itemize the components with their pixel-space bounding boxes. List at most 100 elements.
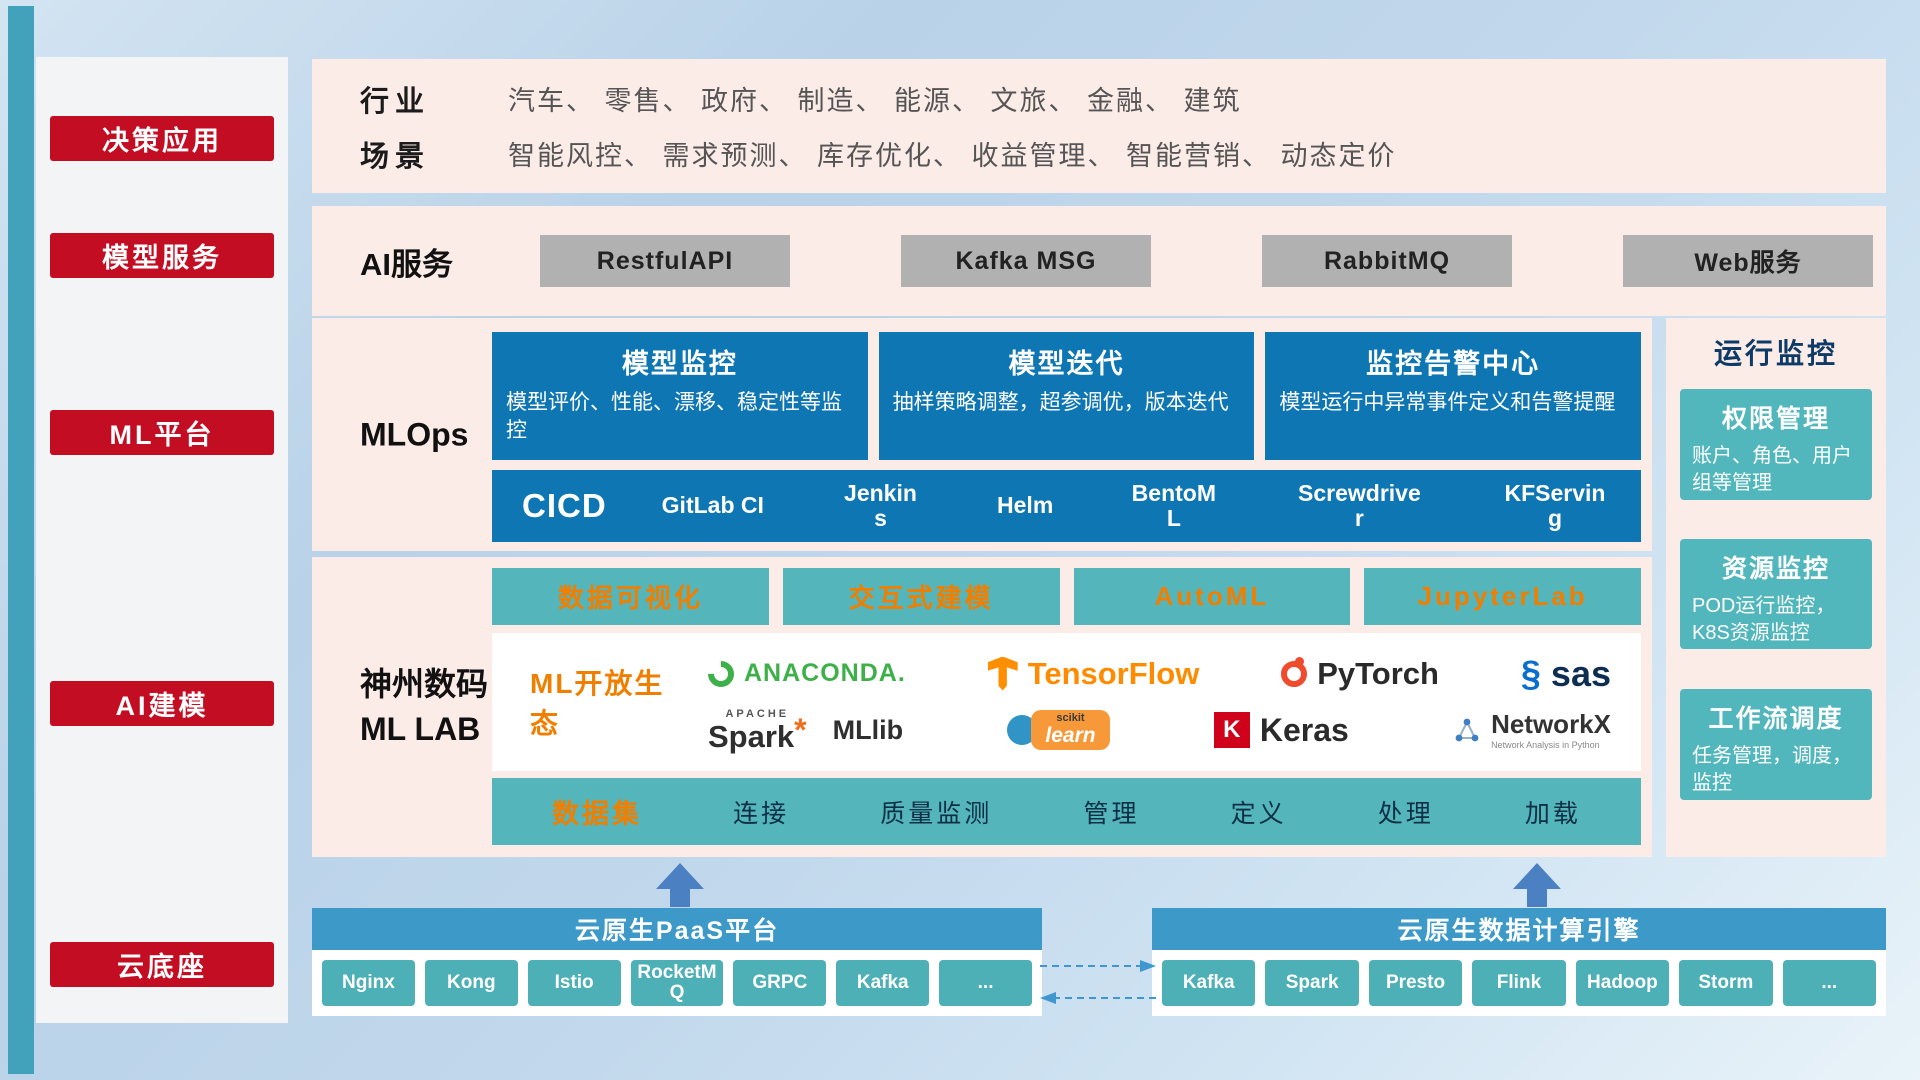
chip-rocketmq: RocketMQ	[630, 960, 724, 1006]
card-desc: 任务管理，调度，监控	[1692, 745, 1852, 794]
chip-kafka2: Kafka	[1162, 960, 1256, 1006]
spark-mllib-logo: APACHE Spark* MLlib	[708, 707, 904, 754]
ml-lab-tools: 数据可视化 交互式建模 AutoML JupyterLab	[492, 568, 1641, 625]
cicd-label: CICD	[522, 487, 607, 524]
networkx-name: NetworkX	[1491, 708, 1611, 739]
logo-row-1: ANACONDA. TensorFlow PyTorch § sas	[702, 653, 1611, 695]
service-rabbitmq: RabbitMQ	[1262, 235, 1512, 287]
pytorch-logo: PyTorch	[1281, 656, 1439, 692]
chip-more: ...	[939, 960, 1033, 1006]
chip-kong: Kong	[424, 960, 518, 1006]
model-monitoring-card: 模型监控 模型评价、性能、漂移、稳定性等监控	[492, 332, 868, 460]
scikit-learn-logo: scikit learn	[1007, 710, 1110, 750]
permission-mgmt-card: 权限管理 账户、角色、用户组等管理	[1680, 389, 1872, 500]
sidebar-item-cloud-base: 云底座	[50, 942, 274, 987]
service-restfulapi: RestfulAPI	[540, 235, 790, 287]
mlops-cards: 模型监控 模型评价、性能、漂移、稳定性等监控 模型迭代 抽样策略调整，超参调优，…	[492, 332, 1642, 460]
dataset-quality: 质量监测	[880, 799, 993, 828]
chip-presto: Presto	[1368, 960, 1463, 1006]
keras-logo: K Keras	[1213, 712, 1349, 749]
tensorflow-logo: TensorFlow	[987, 656, 1199, 692]
service-web: Web服务	[1623, 235, 1873, 287]
ml-ecosystem-label: ML开放生态	[530, 668, 665, 739]
sidebar-item-model-service: 模型服务	[50, 233, 274, 278]
apache-brand: APACHE	[725, 707, 790, 720]
ml-ecosystem-logos: ANACONDA. TensorFlow PyTorch § sas	[688, 653, 1641, 752]
ml-lab-label: 神州数码 ML LAB	[360, 662, 488, 752]
card-desc: 抽样策略调整，超参调优，版本迭代	[892, 391, 1229, 414]
data-engine-chips: Kafka Spark Presto Flink Hadoop Storm ..…	[1152, 950, 1886, 1016]
scenario-label: 场景	[360, 140, 431, 173]
paas-platform-title: 云原生PaaS平台	[312, 908, 1042, 950]
card-title: 工作流调度	[1708, 705, 1844, 733]
tool-gitlab-ci: GitLab CI	[661, 492, 764, 519]
tool-jenkins: Jenkins	[844, 479, 917, 531]
ml-lab-section: 神州数码 ML LAB 数据可视化 交互式建模 AutoML JupyterLa…	[312, 557, 1652, 857]
tool-screwdriver: Screwdriver	[1298, 479, 1421, 531]
industry-list: 汽车、 零售、 政府、 制造、 能源、 文旅、 金融、 建筑	[508, 86, 1242, 116]
scenario-row: 场景 智能风控、 需求预测、 库存优化、 收益管理、 智能营销、 动态定价	[360, 133, 1886, 175]
chip-nginx: Nginx	[322, 960, 415, 1006]
chip-flink: Flink	[1472, 960, 1566, 1006]
card-desc: 模型运行中异常事件定义和告警提醒	[1279, 391, 1616, 414]
anaconda-ring-icon	[702, 655, 740, 692]
ml-lab-label-line2: ML LAB	[360, 711, 481, 747]
tool-interactive-modeling: 交互式建模	[782, 568, 1060, 625]
sidebar-item-ml-platform: ML平台	[50, 410, 274, 455]
paas-platform-chips: Nginx Kong Istio RocketMQ GRPC Kafka ...	[312, 950, 1042, 1016]
anaconda-wordmark: ANACONDA.	[744, 659, 906, 687]
tool-data-visualization: 数据可视化	[492, 568, 769, 625]
tool-jupyterlab: JupyterLab	[1364, 568, 1641, 625]
dataset-connect: 连接	[733, 799, 790, 828]
sidebar-item-ai-modeling: AI建模	[50, 681, 274, 726]
chip-spark: Spark	[1265, 960, 1359, 1006]
card-title: 权限管理	[1721, 405, 1830, 433]
tensorflow-icon	[987, 656, 1018, 691]
networkx-graph-icon	[1455, 718, 1479, 742]
workflow-scheduler-card: 工作流调度 任务管理，调度，监控	[1680, 689, 1872, 800]
networkx-subtitle: Network Analysis in Python	[1491, 739, 1600, 750]
spark-star-icon: *	[794, 711, 807, 748]
networkx-wordmark: NetworkX Network Analysis in Python	[1491, 708, 1611, 750]
up-arrow-left-icon	[656, 863, 704, 907]
sidebar-item-decision-apps: 决策应用	[50, 116, 274, 161]
keras-k-icon: K	[1213, 712, 1250, 748]
scikit-wordmark: scikit learn	[1031, 710, 1110, 750]
dataset-process: 处理	[1377, 799, 1434, 828]
tool-helm: Helm	[997, 492, 1054, 519]
tool-automl: AutoML	[1073, 568, 1351, 625]
card-title: 监控告警中心	[1366, 349, 1541, 379]
sas-logo: § sas	[1521, 653, 1611, 695]
scikit-top-text: scikit	[1056, 712, 1085, 725]
cicd-tools: GitLab CI Jenkins Helm BentoML Screwdriv…	[661, 479, 1611, 532]
dashed-flow-arrows-icon	[1040, 960, 1156, 1004]
alert-center-card: 监控告警中心 模型运行中异常事件定义和告警提醒	[1265, 332, 1642, 460]
tool-kfserving: KFServing	[1504, 479, 1606, 531]
pytorch-flame-icon	[1281, 656, 1308, 687]
spark-wordmark: APACHE Spark*	[708, 707, 807, 754]
up-arrow-right-icon	[1513, 863, 1561, 907]
spark-name: Spark	[708, 718, 795, 754]
service-kafka-msg: Kafka MSG	[901, 235, 1151, 287]
dataset-band: 数据集 连接 质量监测 管理 定义 处理 加载	[492, 778, 1641, 845]
data-engine-title: 云原生数据计算引擎	[1152, 908, 1886, 950]
card-title: 资源监控	[1721, 555, 1830, 583]
ml-lab-label-line1: 神州数码	[360, 666, 489, 703]
mllib-wordmark: MLlib	[832, 714, 904, 745]
resource-monitor-card: 资源监控 POD运行监控，K8S资源监控	[1680, 539, 1872, 649]
logo-row-2: APACHE Spark* MLlib scikit learn	[708, 707, 1611, 754]
scenario-list: 智能风控、 需求预测、 库存优化、 收益管理、 智能营销、 动态定价	[508, 141, 1397, 171]
tool-bentoml: BentoML	[1131, 479, 1216, 531]
chip-storm: Storm	[1679, 960, 1773, 1006]
scikit-main-text: learn	[1045, 723, 1096, 747]
anaconda-logo: ANACONDA.	[702, 655, 906, 692]
card-desc: 模型评价、性能、漂移、稳定性等监控	[506, 391, 842, 443]
sas-swirl-icon: §	[1520, 652, 1541, 694]
monitor-title: 运行监控	[1713, 338, 1838, 369]
dataset-manage: 管理	[1083, 799, 1140, 828]
card-desc: 账户、角色、用户组等管理	[1692, 445, 1852, 494]
dataset-label: 数据集	[552, 799, 642, 829]
ai-service-label: AI服务	[360, 246, 453, 282]
networkx-logo: NetworkX Network Analysis in Python	[1453, 708, 1611, 750]
chip-kafka: Kafka	[836, 960, 930, 1006]
